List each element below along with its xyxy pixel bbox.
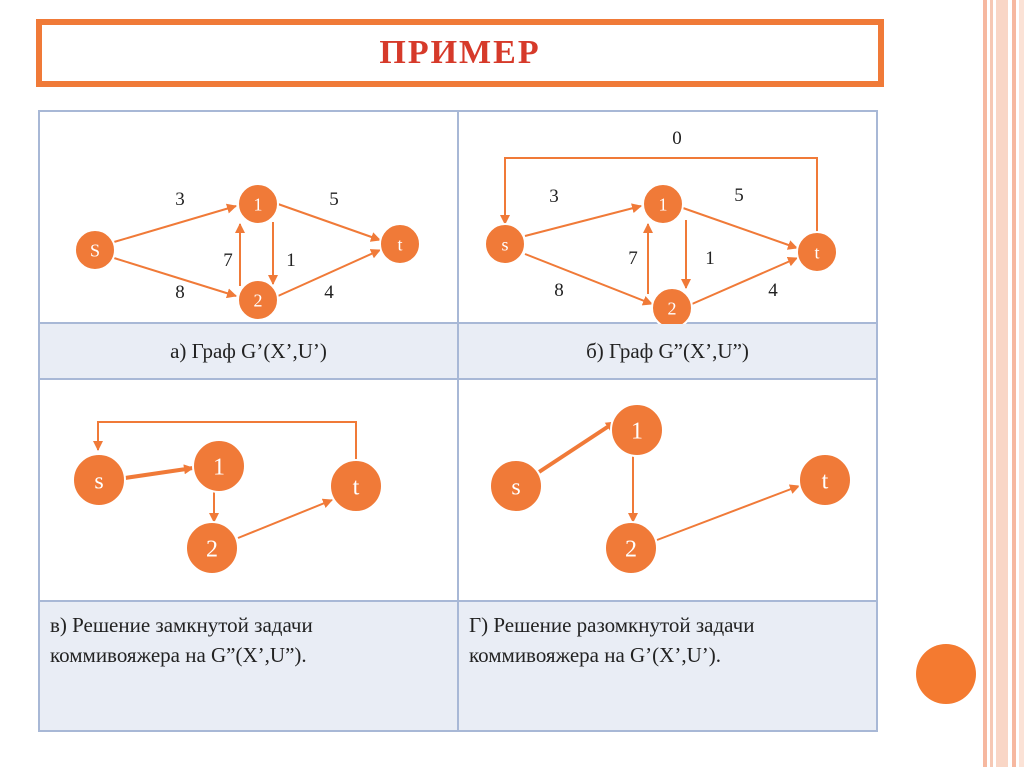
decor-stripe bbox=[983, 0, 987, 767]
node-label: 2 bbox=[206, 536, 218, 562]
node-label: s bbox=[94, 468, 103, 494]
node-label: 1 bbox=[213, 454, 225, 480]
node-2 bbox=[604, 521, 658, 575]
decor-stripe bbox=[1012, 0, 1016, 767]
decor-stripe bbox=[990, 0, 993, 767]
title-box: ПРИМЕР bbox=[36, 19, 884, 87]
graph-d: s 1 2 t bbox=[489, 403, 852, 575]
node-label: t bbox=[353, 474, 360, 500]
edge-s-to-2 bbox=[524, 253, 653, 306]
edge-weight-label: 5 bbox=[329, 189, 339, 210]
edge-S-to-1 bbox=[113, 203, 237, 243]
edge-weight-label: 3 bbox=[549, 186, 559, 207]
node-label: 2 bbox=[625, 536, 637, 562]
node-1 bbox=[192, 439, 246, 493]
node-label: 1 bbox=[254, 194, 263, 214]
caption-a: а) Граф G’(X’,U’) bbox=[38, 322, 459, 380]
caption-d: Г) Решение разомкнутой задачи коммивояже… bbox=[457, 600, 878, 732]
node-label: t bbox=[822, 468, 829, 494]
edge-weight-label: 0 bbox=[672, 128, 682, 149]
edge-weight-label: 5 bbox=[734, 185, 744, 206]
edge-S-to-2 bbox=[113, 257, 237, 299]
panel-c-graph: s 1 2 t bbox=[38, 378, 459, 602]
edge-weight-label: 3 bbox=[175, 189, 185, 210]
node-label: s bbox=[501, 234, 508, 254]
panel-d-graph: s 1 2 t bbox=[457, 378, 878, 602]
decor-circle bbox=[916, 644, 976, 704]
node-label: t bbox=[814, 242, 819, 262]
graph-c: s 1 2 t bbox=[72, 421, 383, 575]
caption-b: б) Граф G”(X’,U”) bbox=[457, 322, 878, 380]
node-label: 2 bbox=[254, 290, 263, 310]
node-s bbox=[489, 459, 543, 513]
node-s bbox=[484, 223, 526, 265]
edge-2-to-t bbox=[277, 249, 381, 297]
edge-2-to-t bbox=[237, 498, 333, 539]
node-t bbox=[796, 231, 838, 273]
node-t bbox=[379, 223, 421, 265]
page-title: ПРИМЕР bbox=[379, 34, 541, 71]
decor-stripe bbox=[1019, 0, 1024, 767]
decor-stripe bbox=[996, 0, 1008, 767]
node-t bbox=[329, 459, 383, 513]
node-t bbox=[798, 453, 852, 507]
node-1 bbox=[610, 403, 664, 457]
node-s bbox=[74, 229, 116, 271]
edge-weight-label: 8 bbox=[175, 282, 185, 303]
edge-weight-label: 7 bbox=[628, 248, 638, 269]
node-2 bbox=[237, 279, 279, 321]
edge-s-to-1 bbox=[124, 464, 194, 480]
node-label: t bbox=[397, 234, 402, 254]
node-label: S bbox=[90, 240, 100, 260]
node-label: s bbox=[511, 474, 520, 500]
node-label: 1 bbox=[631, 418, 643, 444]
edge-weight-label: 4 bbox=[768, 280, 778, 301]
edge-1-to-t bbox=[277, 203, 381, 242]
edge-t-to-s bbox=[93, 421, 357, 460]
edge-weight-label: 1 bbox=[286, 250, 296, 271]
caption-c: в) Решение замкнутой задачи коммивояжера… bbox=[38, 600, 459, 732]
node-s bbox=[72, 453, 126, 507]
edge-s-to-1 bbox=[524, 203, 642, 237]
edge-s-to-1 bbox=[537, 420, 617, 474]
edge-1-to-t bbox=[682, 207, 798, 250]
edge-weight-label: 1 bbox=[705, 248, 715, 269]
node-1 bbox=[642, 183, 684, 225]
edge-weight-label: 7 bbox=[223, 250, 233, 271]
edge-weight-label: 8 bbox=[554, 280, 564, 301]
node-2 bbox=[185, 521, 239, 575]
node-1 bbox=[237, 183, 279, 225]
edge-t-to-s bbox=[500, 157, 818, 232]
edge-2-to-t bbox=[691, 257, 798, 305]
edge-weight-label: 4 bbox=[324, 282, 334, 303]
node-2 bbox=[651, 287, 693, 324]
node-label: 1 bbox=[659, 194, 668, 214]
edge-2-to-t bbox=[656, 484, 800, 541]
node-label: 2 bbox=[668, 298, 677, 318]
